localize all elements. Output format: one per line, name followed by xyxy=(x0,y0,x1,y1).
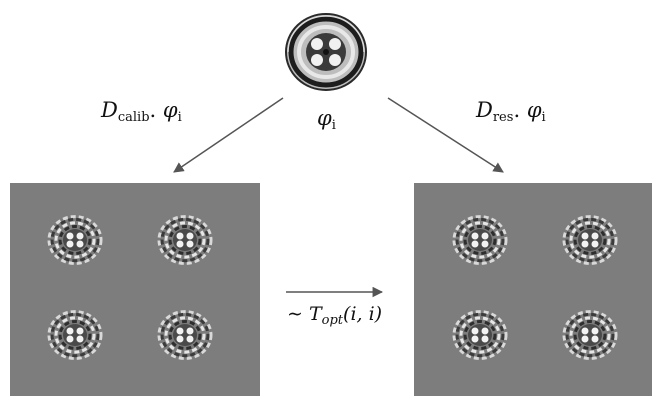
transfer-label: ∼ Topt(i, i) xyxy=(287,305,382,327)
res-panel xyxy=(414,183,652,396)
res-label: Dres. φi xyxy=(476,100,546,124)
calib-label: Dcalib. φi xyxy=(101,100,182,124)
arrow-to-calib xyxy=(174,98,283,172)
mode-image xyxy=(286,14,366,90)
calib-panel xyxy=(10,183,260,396)
mode-label: φi xyxy=(317,108,336,132)
